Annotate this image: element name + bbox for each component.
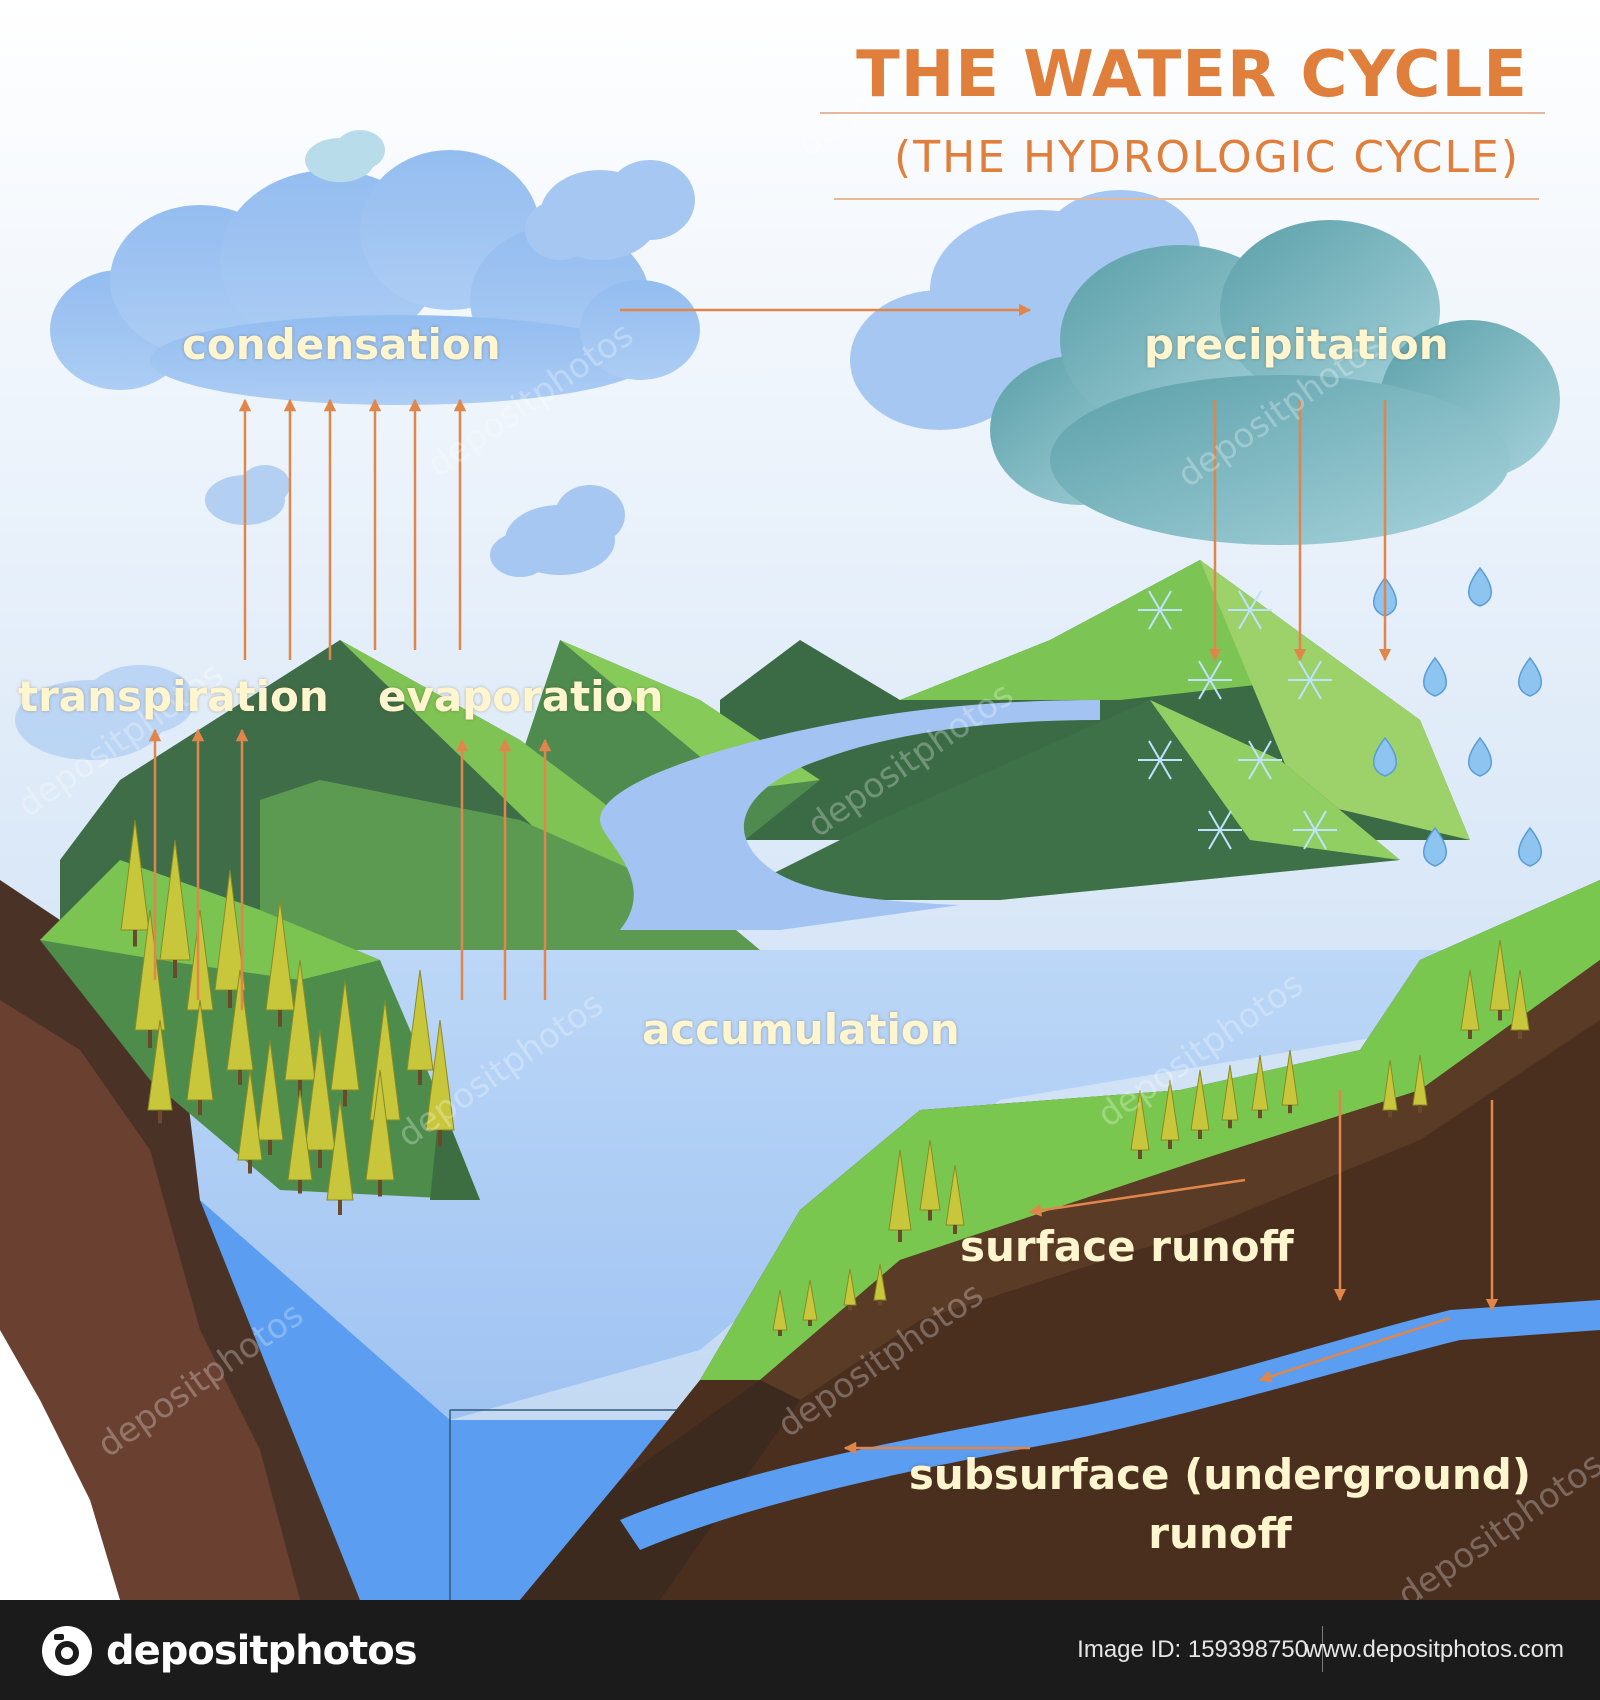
subsurface-runoff-line-2: runoff (1148, 1509, 1292, 1558)
page-title: THE WATER CYCLE (856, 38, 1528, 112)
transpiration-label: transpiration (18, 672, 329, 721)
tree-trunk (133, 930, 137, 947)
stock-footer: depositphotos Image ID: 159398750 www.de… (0, 1600, 1600, 1700)
surface-runoff-label: surface runoff (960, 1222, 1294, 1271)
condensation-label: condensation (182, 320, 501, 369)
tree-trunk (808, 1320, 812, 1326)
tree-trunk (928, 1210, 932, 1221)
tree-trunk (1498, 1010, 1502, 1021)
snowflake-stroke (1198, 660, 1222, 700)
tree-trunk (848, 1305, 852, 1311)
tree-trunk (878, 1300, 882, 1306)
tree-trunk (1198, 1130, 1202, 1139)
subtitle-divider (834, 198, 1539, 200)
snowflake-stroke (1148, 740, 1172, 780)
tree-trunk (778, 1330, 782, 1336)
tree-trunk (228, 990, 232, 1008)
raindrop-icon (1423, 656, 1447, 697)
snowflake-stroke (1148, 590, 1172, 630)
image-id: Image ID: 159398750 (1077, 1636, 1308, 1663)
subsurface-runoff-label: subsurface (underground) runoff (900, 1450, 1540, 1558)
left-trees (120, 819, 455, 1215)
condensation-cloud (50, 150, 700, 405)
snowflakes (1138, 590, 1337, 850)
rain-cloud (990, 220, 1560, 545)
precipitation-label: precipitation (1144, 320, 1449, 369)
tree-trunk (418, 1070, 422, 1085)
snowflake-icon (1138, 590, 1182, 630)
flow-arrows (148, 303, 1499, 1455)
footer-divider (1322, 1626, 1323, 1672)
tree-trunk (278, 1010, 282, 1027)
right-trees (772, 939, 1530, 1336)
snowflake-stroke (1298, 660, 1322, 700)
raindrop-icon (1468, 736, 1492, 777)
water-cycle-scene (0, 0, 1600, 1600)
raindrop-icon (1468, 566, 1492, 607)
snowflake-icon (1198, 810, 1242, 850)
tree-trunk (438, 1130, 442, 1147)
tree-trunk (268, 1140, 272, 1155)
small-cloud (525, 160, 695, 260)
transpiration-cloud (15, 665, 195, 760)
tree-trunk (338, 1200, 342, 1215)
deep-water-left (200, 1200, 450, 1600)
brand-logo: depositphotos (40, 1624, 418, 1678)
tree-trunk (1228, 1120, 1232, 1129)
raindrop-icon (1518, 826, 1542, 867)
tree-trunk (1388, 1110, 1392, 1118)
snowflake-icon (1138, 740, 1182, 780)
tree-trunk (343, 1090, 347, 1107)
tree-trunk (158, 1110, 162, 1124)
tree-trunk (198, 1100, 202, 1115)
tree-trunk (173, 960, 177, 978)
snowflake-stroke (1208, 810, 1232, 850)
flow-arrow (1258, 1316, 1451, 1383)
snowflake-icon (1188, 660, 1232, 700)
tree-trunk (148, 1030, 152, 1048)
lake (170, 950, 1480, 1420)
tree-trunk (1468, 1030, 1472, 1039)
raindrop-icon (1373, 736, 1397, 777)
tree-trunk (318, 1150, 322, 1168)
river (600, 700, 1100, 930)
tree-trunk (238, 1070, 242, 1085)
tree-trunk (298, 1180, 302, 1194)
page-subtitle: (THE HYDROLOGIC CYCLE) (894, 132, 1520, 183)
raindrop-icon (1518, 656, 1542, 697)
tree-trunk (1138, 1150, 1142, 1159)
underground-stream (620, 1300, 1600, 1550)
left-cliff (0, 880, 360, 1600)
tree-trunk (1518, 1030, 1522, 1039)
tree-trunk (898, 1230, 902, 1242)
tree-trunk (953, 1225, 957, 1234)
snowflake-stroke (1248, 740, 1272, 780)
tree-trunk (1258, 1110, 1262, 1119)
tree-trunk (1288, 1105, 1292, 1114)
site-url: www.depositphotos.com (1305, 1636, 1564, 1663)
snowflake-stroke (1303, 810, 1327, 850)
raindrop-icon (1423, 826, 1447, 867)
small-cloud (490, 485, 625, 577)
snowflake-icon (1228, 590, 1272, 630)
snowflake-icon (1293, 810, 1337, 850)
accumulation-label: accumulation (642, 1005, 960, 1054)
small-cloud (305, 130, 385, 182)
camera-logo-icon (42, 1626, 92, 1676)
right-terrain (520, 880, 1600, 1600)
subsurface-runoff-line-1: subsurface (underground) (908, 1450, 1532, 1499)
flow-arrow (1028, 1178, 1246, 1217)
tree-trunk (298, 1080, 302, 1098)
tree-trunk (248, 1160, 252, 1174)
tree-trunk (378, 1180, 382, 1197)
snowflake-icon (1288, 660, 1332, 700)
tree-trunk (1168, 1140, 1172, 1149)
title-divider (820, 112, 1545, 114)
snowflake-icon (1238, 740, 1282, 780)
snowflake-stroke (1238, 590, 1262, 630)
tree-trunk (1418, 1105, 1422, 1113)
brand-name: depositphotos (106, 1628, 418, 1674)
evaporation-label: evaporation (378, 672, 664, 721)
